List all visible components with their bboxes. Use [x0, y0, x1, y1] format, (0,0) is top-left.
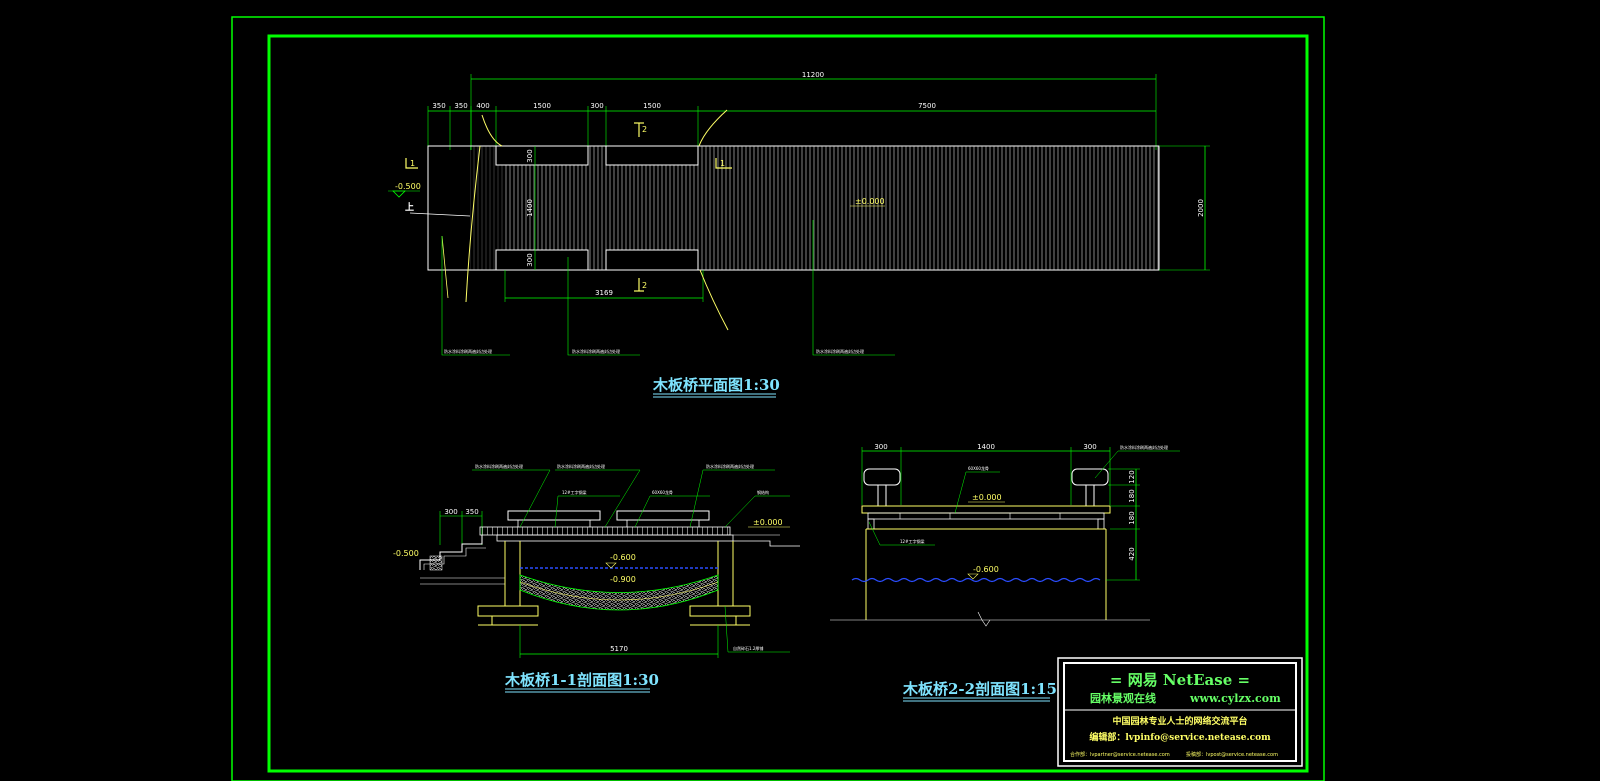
section-mark-2-top: 2	[642, 125, 647, 134]
dim-overall: 11200	[802, 71, 824, 79]
s1-level-water: -0.600	[610, 553, 636, 562]
wm-slogan: 中国园林专业人士的网络交流平台	[1112, 715, 1247, 727]
s2-dim-side-180a: 180	[1128, 489, 1136, 502]
s2-label-joist: 60X60龙骨	[968, 465, 989, 471]
inner-frame	[267, 34, 1309, 773]
s1-dim-350: 350	[465, 508, 478, 516]
dim-plan-bottom: 3169	[595, 289, 613, 297]
dim-plan-300a: 300	[526, 149, 534, 162]
plan-note-1: 防水涂料涂刷两遍封边处理	[444, 348, 492, 354]
s1-level-left: -0.500	[393, 549, 419, 558]
plan-title: 木板桥平面图1:30	[652, 376, 780, 394]
plan-view: 11200 350 350 400 1500 300 1500 7500	[388, 71, 1210, 398]
wm-footer-right: 投稿部：lvpost@service.netease.com	[1186, 751, 1278, 758]
section-mark-1-right: 1	[720, 159, 725, 168]
section-1-1: 300 350	[393, 463, 800, 693]
dim-350a: 350	[432, 102, 445, 110]
s1-label-beam: 12#工字钢梁	[562, 489, 586, 495]
s2-level-water: -0.600	[973, 565, 999, 574]
s1-level-top: ±0.000	[753, 518, 783, 527]
s2-dim-300a: 300	[874, 443, 887, 451]
section-mark-2-bottom: 2	[642, 281, 647, 290]
s1-dim-5170: 5170	[610, 645, 628, 653]
s2-note: 防水涂料涂刷两遍封边处理	[1120, 444, 1168, 450]
dim-plan-300b: 300	[526, 253, 534, 266]
dim-350b: 350	[454, 102, 467, 110]
outer-frame	[231, 16, 1325, 781]
dim-7500: 7500	[918, 102, 936, 110]
s1-label-joist: 60X60龙骨	[652, 489, 673, 495]
plan-up-arrow-label: 上	[405, 201, 414, 213]
plan-note-2: 防水涂料涂刷两遍封边处理	[572, 348, 620, 354]
netease-watermark: = 网易 NetEase = 园林景观在线 www.cylzx.com 中国园林…	[1057, 657, 1303, 767]
section1-title: 木板桥1-1剖面图1:30	[504, 671, 659, 689]
dim-1500a: 1500	[533, 102, 551, 110]
s2-dim-side-420: 420	[1128, 547, 1136, 560]
plan-level-center: ±0.000	[855, 197, 885, 206]
s1-note-1: 防水涂料涂刷两遍封边处理	[475, 463, 523, 469]
plan-note-3: 防水涂料涂刷两遍封边处理	[816, 348, 864, 354]
wm-site-name: 园林景观在线	[1090, 691, 1156, 705]
plan-level-left: -0.500	[395, 182, 421, 191]
section-mark-1-left: 1	[410, 159, 415, 168]
s1-note-3: 防水涂料涂刷两遍封边处理	[706, 463, 754, 469]
dim-1500b: 1500	[643, 102, 661, 110]
s2-level-top: ±0.000	[972, 493, 1002, 502]
s2-dim-side-120: 120	[1128, 470, 1136, 483]
s2-dim-side-180b: 180	[1128, 511, 1136, 524]
s2-label-beam: 12#工字钢梁	[900, 538, 924, 544]
wm-brand: = 网易 NetEase =	[1110, 671, 1250, 689]
wm-footer-left: 合作部：lvpartner@service.netease.com	[1070, 751, 1170, 758]
s1-dim-300: 300	[444, 508, 457, 516]
s1-level-bottom: -0.900	[610, 575, 636, 584]
s1-note-gravel: 自然碎石1.2厚铺	[733, 645, 763, 651]
dim-400: 400	[476, 102, 489, 110]
dim-300: 300	[590, 102, 603, 110]
dim-width-right: 2000	[1197, 199, 1205, 217]
s1-note-2: 防水涂料涂刷两遍封边处理	[557, 463, 605, 469]
section2-title: 木板桥2-2剖面图1:15	[902, 680, 1057, 698]
section-2-2: 300 1400 300 ±0.000 -0.600	[830, 443, 1180, 702]
s2-dim-1400: 1400	[977, 443, 995, 451]
s2-dim-300b: 300	[1083, 443, 1096, 451]
s1-label-steel: 钢结构	[757, 489, 769, 495]
dim-plan-1400: 1400	[526, 199, 534, 217]
wm-contact: 编辑部：lvpinfo@service.netease.com	[1089, 731, 1271, 743]
wm-site-url: www.cylzx.com	[1189, 692, 1281, 705]
